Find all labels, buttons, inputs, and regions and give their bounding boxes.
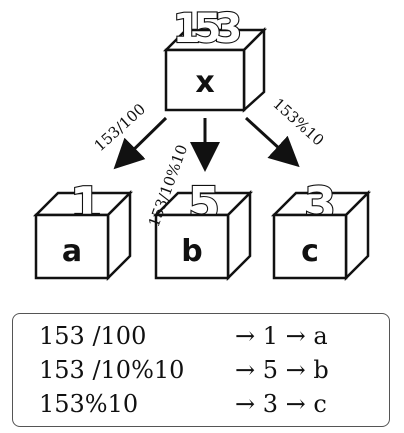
legend-row-a: 153 /100 → 1 → a <box>39 322 379 356</box>
box-x: 153 x <box>162 5 268 113</box>
number-153-digits: 153 <box>173 6 240 52</box>
digit-extraction-diagram: 153 x 1 a 5 b 3 c 153/100 153/10%10 153%… <box>32 5 372 282</box>
box-c-label: c <box>301 234 319 269</box>
box-x-label: x <box>195 65 214 100</box>
box-c: 3 c <box>270 176 372 282</box>
legend-expression: 153 /100 <box>39 322 147 350</box>
formula-legend: 153 /100 → 1 → a 153 /10%10 → 5 → b 153%… <box>12 313 390 427</box>
arrow-left-label: 153/100 <box>91 100 149 155</box>
box-b-label: b <box>181 234 202 269</box>
legend-result: → 3 → c <box>235 390 327 418</box>
legend-row-c: 153%10 → 3 → c <box>39 390 379 424</box>
legend-row-b: 153 /10%10 → 5 → b <box>39 356 379 390</box>
legend-expression: 153%10 <box>39 390 139 418</box>
arrow-right <box>244 116 300 168</box>
legend-result: → 5 → b <box>235 356 329 384</box>
legend-result: → 1 → a <box>235 322 328 350</box>
box-b: 5 b <box>152 176 254 282</box>
box-a: 1 a <box>32 176 134 282</box>
legend-expression: 153 /10%10 <box>39 356 185 384</box>
arrow-right-label: 153%10 <box>269 95 327 150</box>
box-a-label: a <box>62 234 82 269</box>
arrow-left <box>113 116 168 170</box>
